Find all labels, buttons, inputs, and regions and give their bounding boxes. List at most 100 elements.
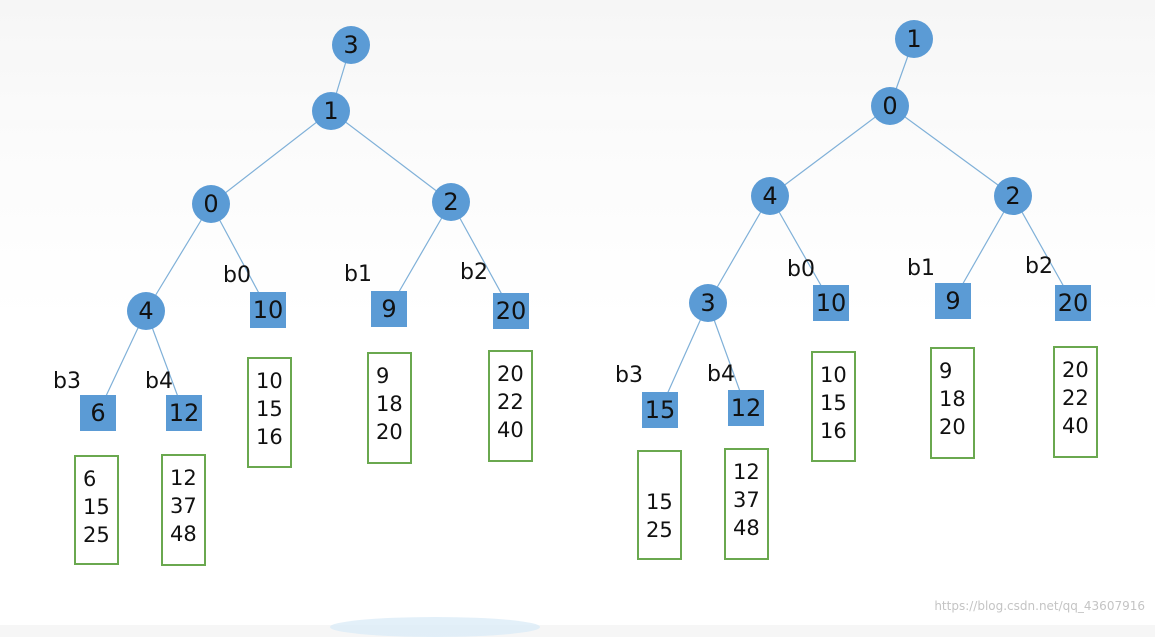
bucket-border (367, 352, 412, 464)
bucket-border (1053, 346, 1098, 458)
leaf-square (371, 291, 407, 327)
bucket-value: 9 (939, 359, 952, 383)
bucket-name-b0: b0 (787, 257, 815, 282)
tree-node-0: 0 (871, 87, 909, 125)
bucket-value: 20 (939, 415, 966, 439)
bucket-name-b3: b3 (53, 369, 81, 394)
leaf-node-12: 12 (166, 395, 202, 431)
leaf-square (935, 283, 971, 319)
bucket-value: 20 (1062, 358, 1089, 382)
bucket-value: 20 (376, 420, 403, 444)
bucket-value: 40 (497, 418, 524, 442)
node-label: 15 (645, 396, 676, 424)
leaf-node-12: 12 (728, 390, 764, 426)
bucket-value: 12 (733, 460, 760, 484)
tree-edge (210, 110, 332, 205)
node-label: 3 (343, 31, 358, 59)
node-label: 20 (1058, 289, 1089, 317)
leaf-square (493, 293, 529, 329)
bucket-value: 15 (820, 391, 847, 415)
node-label: 9 (381, 295, 396, 323)
bucket-value: 15 (646, 490, 673, 514)
tree-node-1: 1 (895, 20, 933, 58)
leaf-node-20: 20 (493, 293, 529, 329)
leaf-node-10: 10 (813, 285, 849, 321)
bucket-value: 18 (376, 392, 403, 416)
node-circle (127, 292, 165, 330)
tree-node-4: 4 (751, 177, 789, 215)
leaf-node-9: 9 (371, 291, 407, 327)
bucket-box: 10 15 16 (811, 351, 856, 462)
node-label: 6 (90, 399, 105, 427)
leaf-square (166, 395, 202, 431)
bucket-name-b1: b1 (344, 262, 372, 287)
node-circle (689, 284, 727, 322)
tree-node-1: 1 (312, 92, 350, 130)
bucket-value: 37 (170, 494, 197, 518)
leaf-node-15: 15 (642, 392, 678, 428)
tree-edge (889, 105, 1014, 197)
bucket-value: 10 (820, 363, 847, 387)
node-circle (751, 177, 789, 215)
leaf-node-9: 9 (935, 283, 971, 319)
bucket-border (74, 455, 119, 565)
bucket-value: 22 (1062, 386, 1089, 410)
node-label: 12 (169, 399, 200, 427)
node-circle (994, 177, 1032, 215)
node-circle (895, 20, 933, 58)
node-label: 10 (253, 296, 284, 324)
node-label: 1 (323, 97, 338, 125)
node-circle (871, 87, 909, 125)
bucket-name-b1: b1 (907, 256, 935, 281)
node-label: 10 (816, 289, 847, 317)
tree-edge (330, 110, 452, 203)
tree-edge (769, 105, 891, 197)
node-label: 0 (882, 92, 897, 120)
bucket-value: 15 (256, 397, 283, 421)
bucket-border (161, 454, 206, 566)
bucket-border (930, 347, 975, 459)
bucket-name-b4: b4 (707, 362, 735, 387)
bucket-value: 40 (1062, 414, 1089, 438)
bucket-name-b0: b0 (223, 263, 251, 288)
bucket-name-b4: b4 (145, 369, 173, 394)
tree-node-3: 3 (689, 284, 727, 322)
bucket-value: 16 (820, 419, 847, 443)
bucket-value: 15 (83, 495, 110, 519)
bucket-value: 12 (170, 466, 197, 490)
bucket-name-b2: b2 (1025, 254, 1053, 279)
tree-node-4: 4 (127, 292, 165, 330)
leaf-node-10: 10 (250, 292, 286, 328)
bucket-value: 20 (497, 362, 524, 386)
node-circle (192, 185, 230, 223)
bucket-name-b3: b3 (615, 363, 643, 388)
bucket-value: 25 (83, 523, 110, 547)
node-label: 4 (762, 182, 777, 210)
node-label: 12 (731, 394, 762, 422)
leaf-node-20: 20 (1055, 285, 1091, 321)
node-circle (332, 26, 370, 64)
bucket-name-b2: b2 (460, 260, 488, 285)
bucket-border (811, 351, 856, 462)
node-circle (312, 92, 350, 130)
leaf-square (813, 285, 849, 321)
node-label: 20 (496, 297, 527, 325)
bucket-box: 12 37 48 (724, 448, 769, 560)
bucket-value: 48 (170, 522, 197, 546)
node-label: 0 (203, 190, 218, 218)
node-circle (432, 183, 470, 221)
bucket-value: 48 (733, 516, 760, 540)
watermark: https://blog.csdn.net/qq_43607916 (934, 599, 1145, 613)
tree-node-2: 2 (994, 177, 1032, 215)
tree-edge (450, 201, 512, 312)
bucket-border (637, 450, 682, 560)
bucket-value: 37 (733, 488, 760, 512)
